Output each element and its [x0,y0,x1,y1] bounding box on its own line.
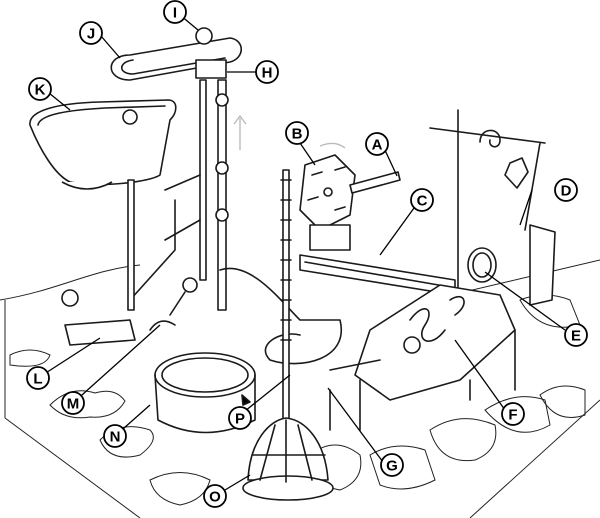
svg-text:N: N [110,429,121,446]
label-f: F [501,402,525,426]
svg-text:B: B [292,126,303,143]
paddle-wheel [299,142,401,231]
svg-text:E: E [571,328,581,345]
track-loop [219,267,381,431]
bathtub [29,99,177,190]
label-k: K [28,77,52,101]
label-o: O [203,484,227,508]
label-p: P [228,406,252,430]
lift-column [127,59,247,311]
label-g: G [380,453,404,477]
svg-text:G: G [386,458,398,475]
bucket [154,352,256,434]
leader-lines [37,14,566,497]
svg-text:K: K [35,82,46,99]
label-a: A [365,132,389,156]
label-i: I [163,0,187,24]
label-n: N [103,424,127,448]
svg-text:J: J [87,26,95,43]
svg-text:L: L [33,371,42,388]
ramp [299,224,456,296]
label-l: L [26,366,50,390]
svg-text:H: H [262,65,273,82]
tunnel [467,247,497,283]
svg-text:D: D [561,183,572,200]
label-j: J [79,21,103,45]
label-h: H [255,60,279,84]
oval-track [110,27,243,81]
svg-text:I: I [173,5,177,22]
svg-text:M: M [67,396,80,413]
label-e: E [564,323,588,347]
label-b: B [285,121,309,145]
label-d: D [554,178,578,202]
cage [242,417,334,501]
zigzag-channel [354,284,516,401]
label-c: C [410,188,434,212]
svg-text:O: O [209,489,221,506]
stone-border [9,294,586,506]
figure [149,277,198,331]
svg-text:C: C [417,193,428,210]
label-m: M [61,391,85,415]
svg-text:F: F [508,407,517,424]
lever [61,289,136,346]
svg-text:P: P [235,411,245,428]
lamp-stand [429,109,556,306]
svg-text:A: A [372,137,383,154]
